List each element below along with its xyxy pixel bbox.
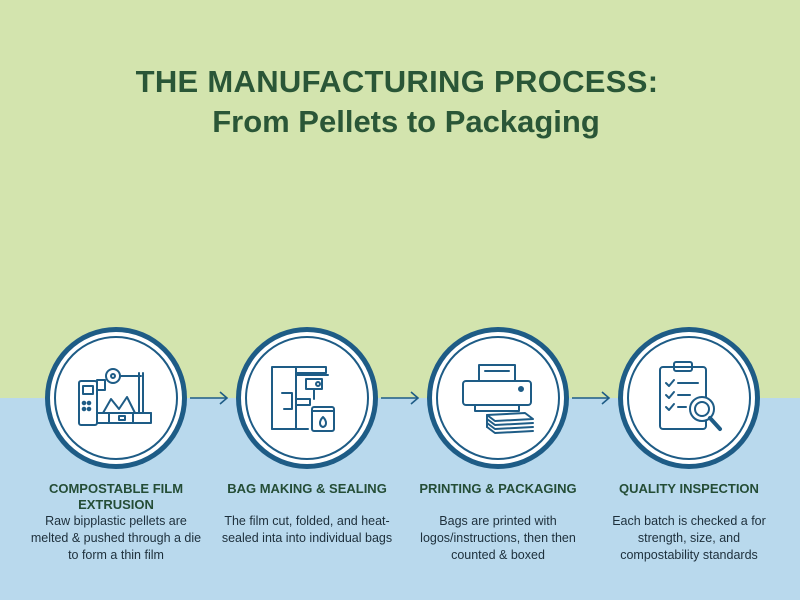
step-1-icon-circle xyxy=(45,327,187,469)
arrow-2-to-3 xyxy=(381,389,421,412)
step-1-title: COMPOSTABLE FILM EXTRUSION xyxy=(48,481,184,512)
step-1-description: Raw bipplastic pellets are melted & push… xyxy=(30,514,202,562)
step-3-icon-circle xyxy=(427,327,569,469)
step-4-description: Each batch is checked a for strength, si… xyxy=(612,514,766,562)
step-2-title: BAG MAKING & SEALING xyxy=(227,481,387,496)
step-2-description: The film cut, folded, and heat-sealed in… xyxy=(221,514,393,545)
arrow-1-to-2 xyxy=(190,389,230,412)
page-title: THE MANUFACTURING PROCESS: From Pellets … xyxy=(0,62,800,142)
step-3-title: PRINTING & PACKAGING xyxy=(419,481,577,496)
extrusion-machine-icon xyxy=(78,368,152,426)
printer-icon xyxy=(462,364,534,434)
title-line-2: From Pellets to Packaging xyxy=(212,104,600,139)
step-4-title: QUALITY INSPECTION xyxy=(619,481,759,496)
step-3-description: Bags are printed with logos/instructions… xyxy=(420,514,576,562)
bag-sealing-machine-icon xyxy=(271,366,335,432)
step-2-icon-circle xyxy=(236,327,378,469)
arrow-3-to-4 xyxy=(572,389,612,412)
clipboard-magnifier-icon xyxy=(659,361,722,431)
title-line-1: THE MANUFACTURING PROCESS: xyxy=(135,64,659,99)
step-4-icon-circle xyxy=(618,327,760,469)
